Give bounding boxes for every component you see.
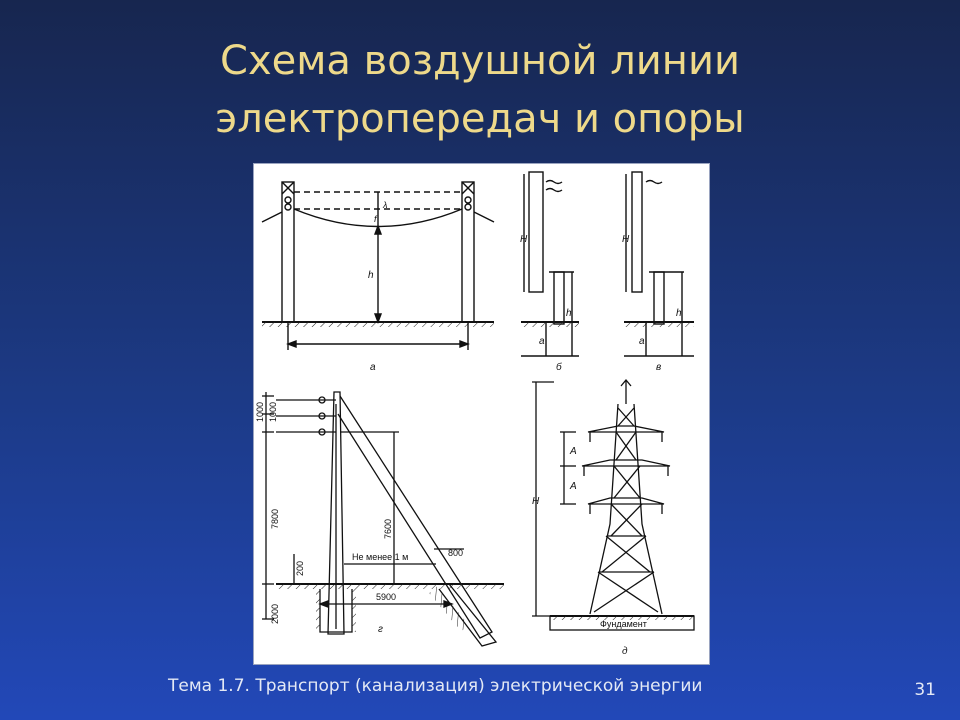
label-a-v: a: [639, 336, 645, 347]
footer-topic: Тема 1.7. Транспорт (канализация) электр…: [168, 676, 703, 696]
label-7800: 7800: [270, 509, 280, 529]
label-200: 200: [295, 561, 305, 576]
panel-label-a: а: [370, 362, 376, 373]
label-h-b: h: [566, 308, 572, 319]
label-H-v: H: [622, 234, 630, 245]
panel-a-span: [261, 181, 495, 350]
panel-label-v: в: [656, 362, 661, 373]
label-h-v: h: [676, 308, 682, 319]
panel-d-lattice-tower: [532, 378, 695, 631]
label-5900: 5900: [376, 592, 396, 602]
label-800: 800: [448, 548, 463, 558]
slide-title: Схема воздушной линии электропередач и о…: [0, 32, 960, 148]
panel-b-pole: [521, 171, 579, 357]
label-H-d: H: [532, 496, 540, 507]
label-a-b: a: [539, 336, 545, 347]
label-A2: A: [569, 481, 577, 492]
title-line-1: Схема воздушной линии: [220, 38, 740, 84]
label-lambda: λ: [382, 200, 387, 210]
diagram-svg: f λ h а H h a б: [255, 171, 695, 657]
title-line-2: электропередач и опоры: [215, 96, 745, 142]
label-h-a: h: [368, 270, 374, 281]
panel-v-pole: [624, 171, 694, 357]
label-min-1m: Не менее 1 м: [352, 552, 408, 562]
panel-label-g: г: [378, 624, 383, 635]
power-line-diagram: f λ h а H h a б: [253, 163, 710, 665]
panel-label-d: д: [622, 646, 628, 657]
label-A1: A: [569, 446, 577, 457]
page-number: 31: [914, 680, 936, 700]
label-1000a: 1000: [255, 402, 265, 422]
panel-g-pole-with-strut: [262, 391, 504, 647]
label-H-b: H: [520, 234, 528, 245]
label-7600: 7600: [383, 519, 393, 539]
label-1000b: 1000: [268, 402, 278, 422]
label-f: f: [374, 214, 378, 224]
label-foundation: Фундамент: [600, 619, 647, 629]
label-2000: 2000: [270, 604, 280, 624]
panel-label-b: б: [556, 361, 562, 373]
